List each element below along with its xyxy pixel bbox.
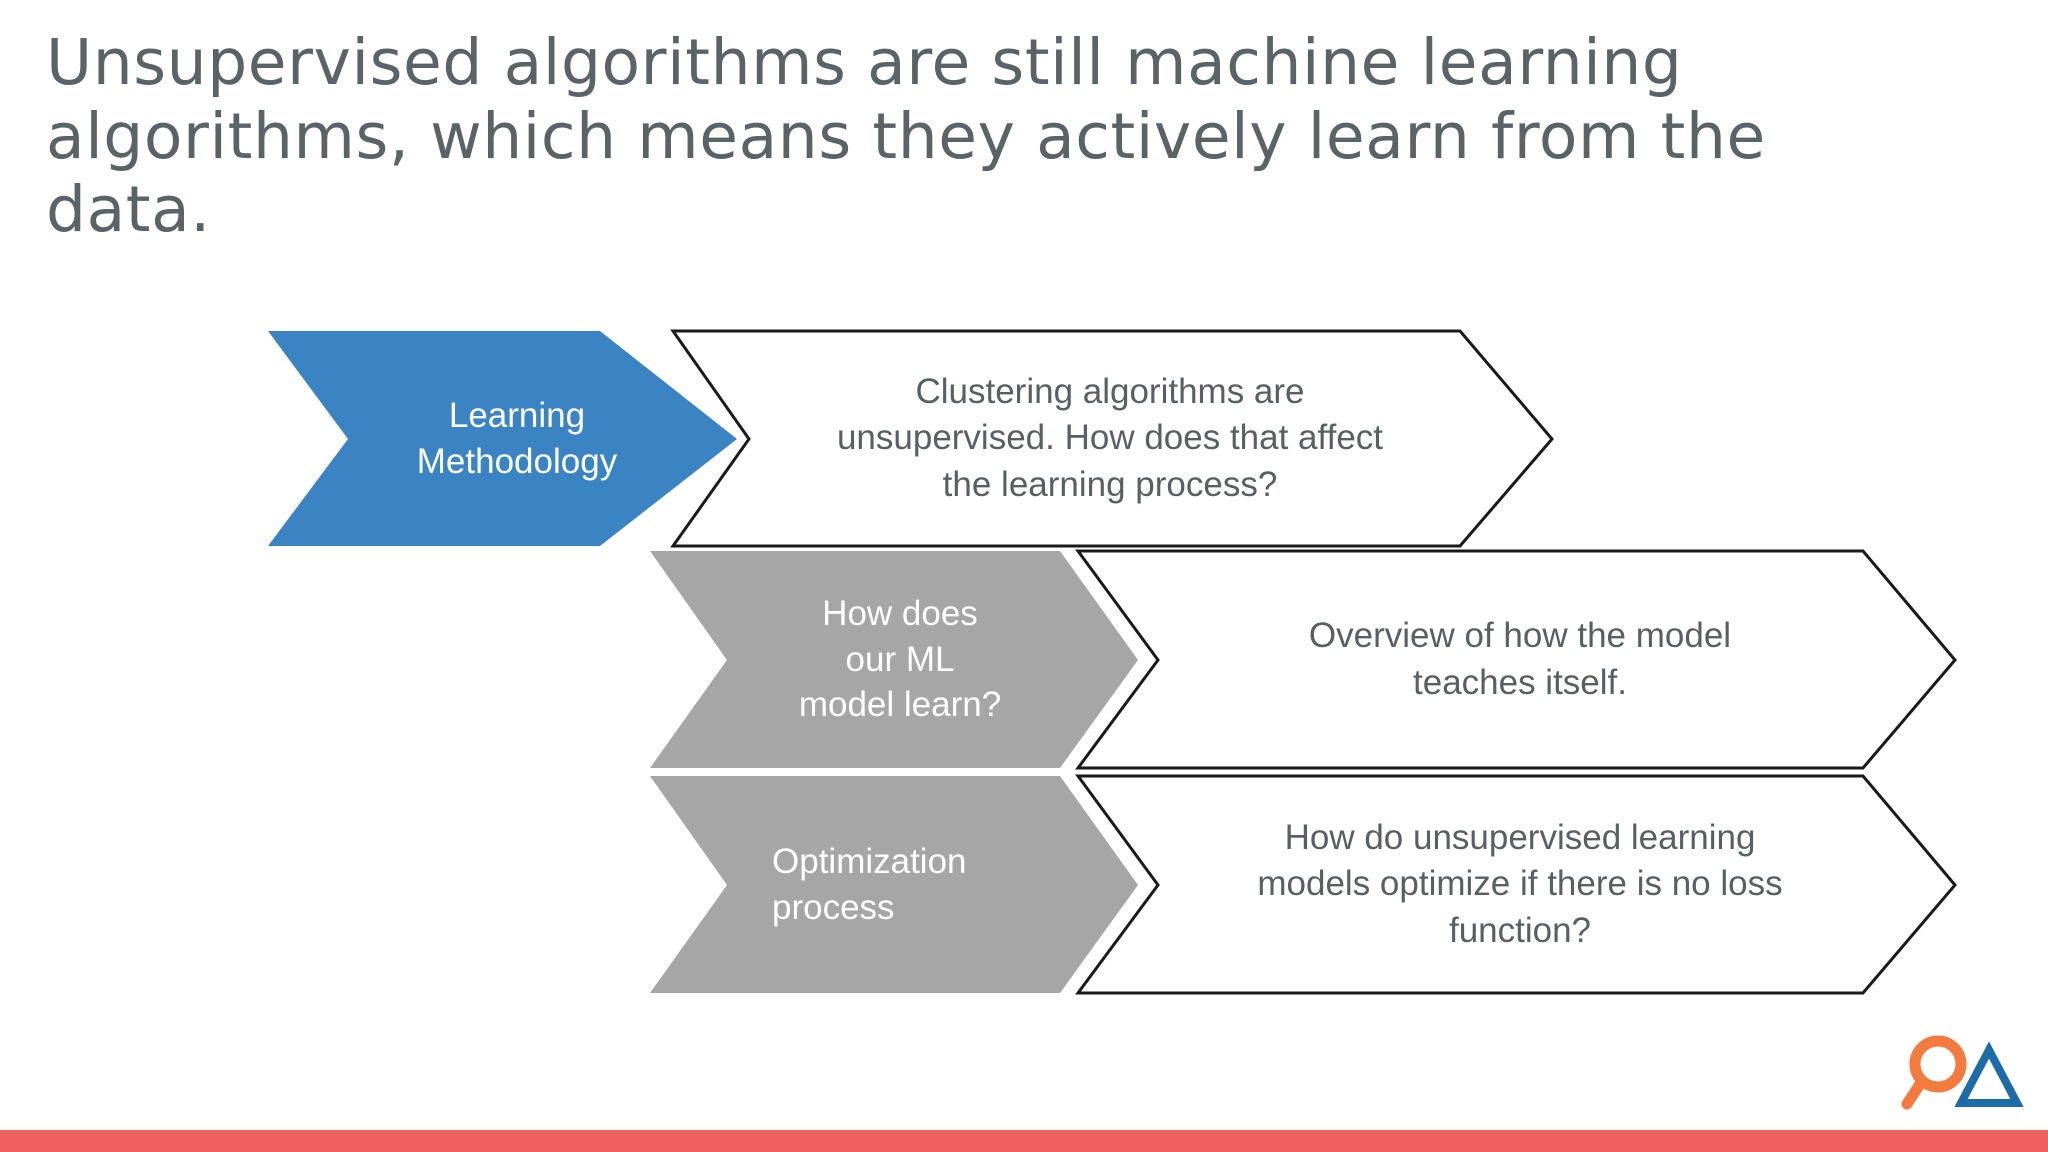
row-3-detail-line-3: function? [1448, 910, 1592, 950]
row-1-stage-line-2: Methodology [416, 441, 618, 481]
row-1-detail-label: Clustering algorithms are unsupervised. … [760, 331, 1460, 546]
row-3-stage-line-2: process [772, 887, 895, 927]
brand-logo [1890, 1032, 2030, 1116]
row-2-stage-line-3: model learn? [798, 685, 1002, 725]
row-1-stage-label: Learning Methodology [352, 331, 682, 546]
row-1-detail-line-2: unsupervised. How does that affect [836, 418, 1384, 458]
row-2-detail-line-1: Overview of how the model [1308, 615, 1732, 655]
row-1-detail-line-1: Clustering algorithms are [915, 371, 1305, 411]
magnifying-glass-icon [1901, 1035, 1967, 1110]
footer-accent-bar [0, 1130, 2048, 1152]
triangle-icon [1954, 1041, 2024, 1107]
row-2-stage-line-2: our ML [845, 639, 955, 679]
row-3-stage-line-1: Optimization [772, 842, 967, 881]
row-3-detail-line-2: models optimize if there is no loss [1257, 864, 1783, 904]
row-3-detail-label: How do unsupervised learning models opti… [1170, 776, 1870, 993]
page-title: Unsupervised algorithms are still machin… [46, 26, 1787, 247]
row-2-detail-label: Overview of how the model teaches itself… [1170, 551, 1870, 768]
row-2-detail-line-2: teaches itself. [1413, 662, 1627, 702]
row-2-stage-label: How does our ML model learn? [735, 551, 1065, 768]
row-1-detail-line-3: the learning process? [942, 464, 1278, 504]
row-2-stage-line-1: How does [822, 594, 978, 634]
row-1-stage-line-1: Learning [448, 396, 586, 435]
row-3-stage-label: Optimization process [772, 776, 1102, 993]
row-3-detail-line-1: How do unsupervised learning [1284, 817, 1756, 857]
